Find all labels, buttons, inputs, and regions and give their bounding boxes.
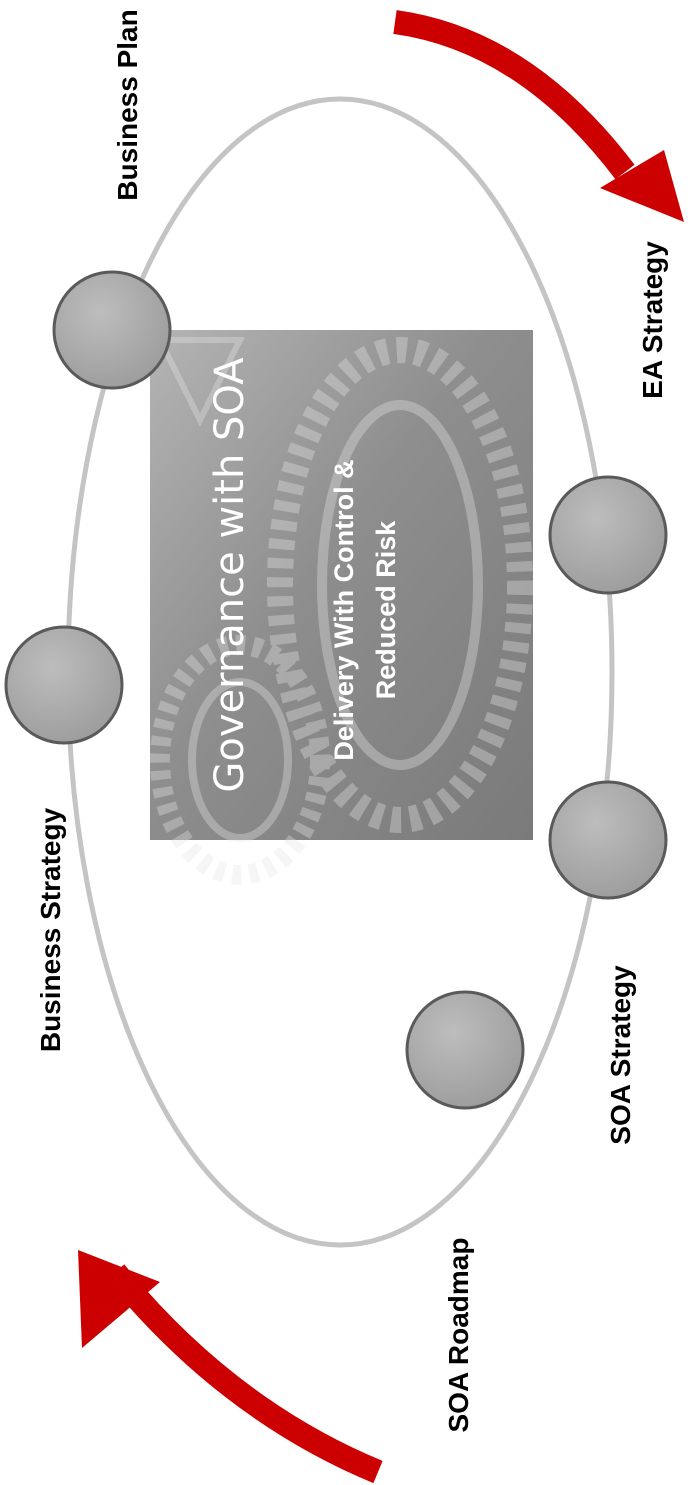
label-business-strategy: Business Strategy — [35, 807, 66, 1052]
label-soa-roadmap: SOA Roadmap — [443, 1238, 474, 1433]
center-panel-background — [150, 330, 533, 840]
label-ea-strategy: EA Strategy — [637, 241, 668, 399]
node-soa-roadmap — [405, 990, 525, 1110]
gear-illustration — [150, 337, 533, 885]
node-business-plan — [52, 270, 172, 390]
node-soa-strategy — [548, 780, 668, 900]
center-title: Governance with SOA — [207, 357, 253, 793]
cycle-arrow-top — [393, 10, 684, 222]
label-soa-strategy: SOA Strategy — [605, 965, 636, 1145]
center-subtitle-line-1: Delivery With Control & — [329, 459, 359, 760]
center-panel: Governance with SOA Delivery With Contro… — [150, 330, 533, 885]
label-business-plan: Business Plan — [112, 9, 143, 200]
node-business-strategy — [4, 625, 124, 745]
node-ea-strategy — [548, 475, 668, 595]
center-subtitle-line-2: Reduced Risk — [371, 520, 401, 700]
cycle-arrow-bottom — [78, 1250, 383, 1484]
